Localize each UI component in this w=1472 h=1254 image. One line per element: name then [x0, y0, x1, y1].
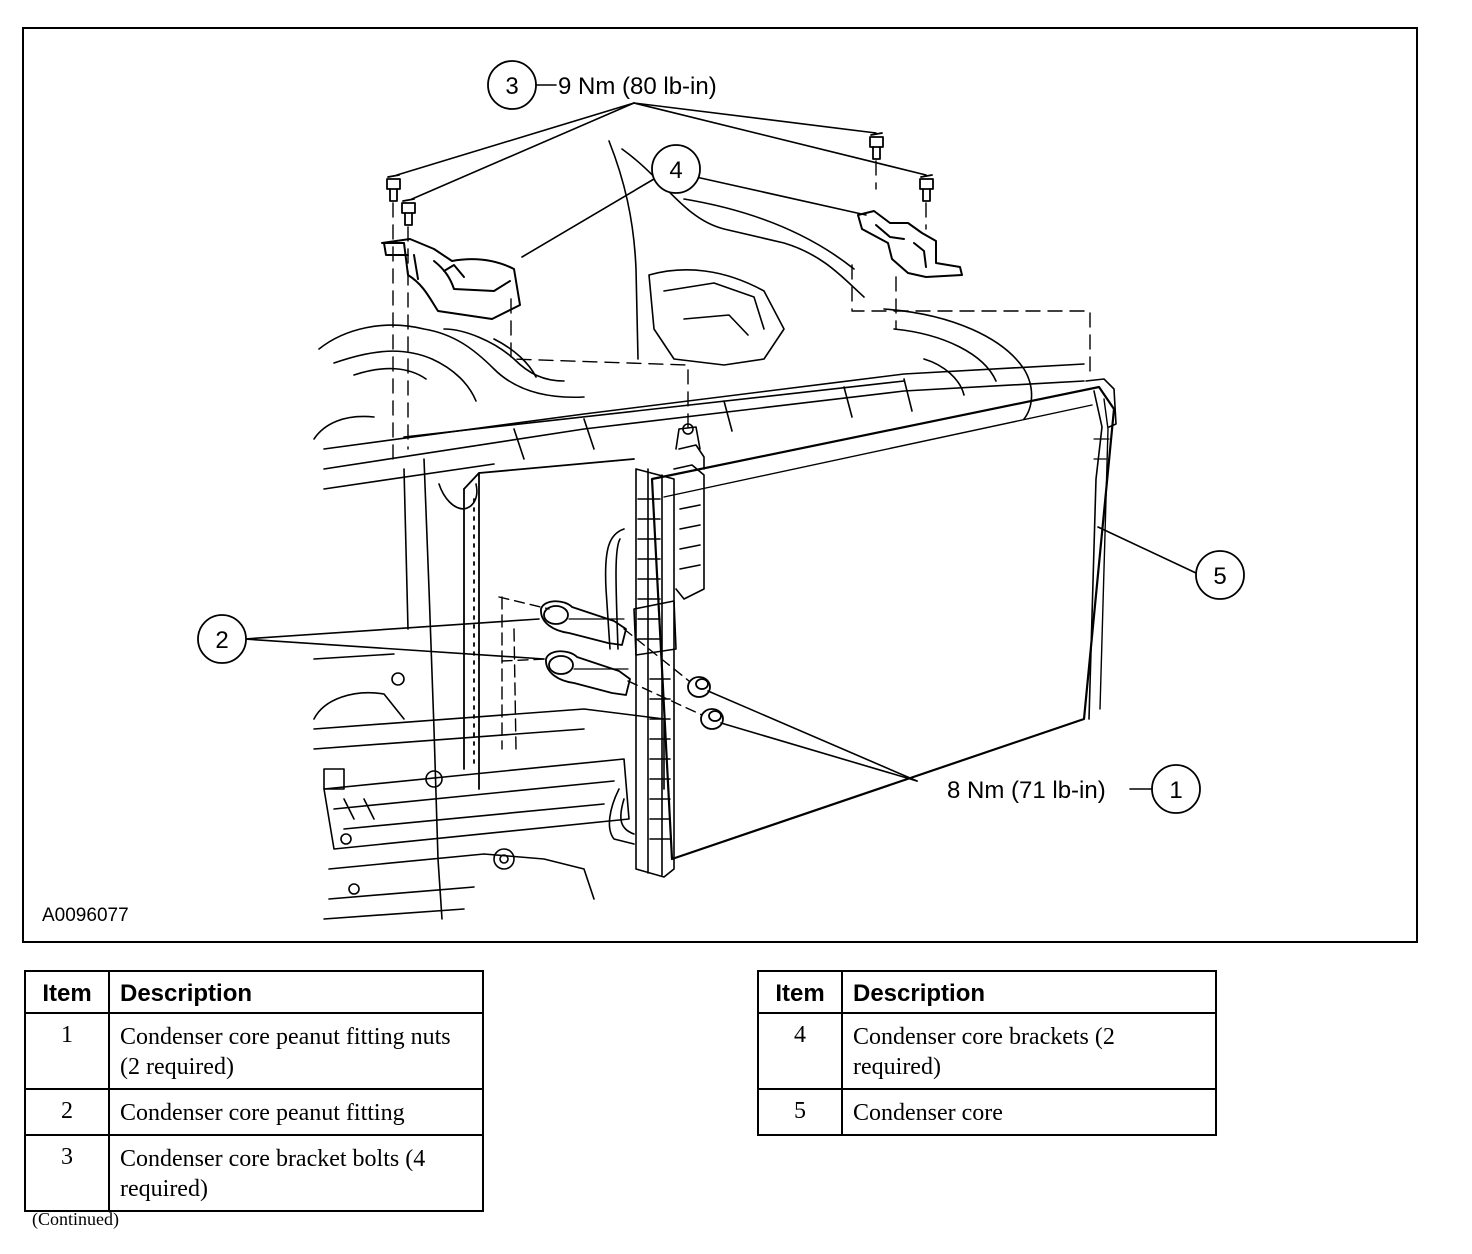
item-number: 4: [757, 1012, 843, 1090]
figure-frame: 3 4 2 5 1 9 Nm (80 lb-in) 8 Nm (71 lb-in…: [22, 27, 1418, 943]
leader-lines: [243, 84, 1197, 790]
continued-note: (Continued): [32, 1209, 119, 1229]
condenser-left-tank: [604, 423, 705, 878]
table-row: 1 Condenser core peanut fitting nuts (2 …: [24, 1012, 484, 1090]
condenser-diagram: 3 4 2 5 1 9 Nm (80 lb-in) 8 Nm (71 lb-in…: [197, 60, 1245, 920]
callout-number-3: 3: [505, 73, 518, 100]
callout-circle-3: [487, 60, 537, 110]
condenser-core: [650, 378, 1117, 861]
callout-number-4: 4: [669, 157, 682, 184]
item-number: 1: [24, 1012, 110, 1090]
fitting-nuts: [623, 628, 724, 730]
alignment-lines: [392, 160, 1091, 460]
bolt-1: [386, 174, 401, 202]
callout-circles: [197, 60, 1245, 814]
condenser-bracket-right: [857, 210, 963, 278]
item-table-left: Item Description 1 Condenser core peanut…: [24, 970, 484, 1212]
torque-label-bolts: 9 Nm (80 lb-in): [558, 73, 717, 100]
condenser-bracket-left: [381, 238, 521, 320]
item-number: 2: [24, 1088, 110, 1136]
table-row: 2 Condenser core peanut fitting: [24, 1088, 484, 1136]
column-header-description: Description: [108, 970, 484, 1014]
item-number: 3: [24, 1134, 110, 1212]
callout-circle-5: [1195, 550, 1245, 600]
callout-circle-1: [1151, 764, 1201, 814]
callout-number-2: 2: [215, 627, 228, 654]
item-description: Condenser core brackets (2 required): [841, 1012, 1217, 1090]
callout-circle-4: [651, 144, 701, 194]
bolt-3: [869, 132, 884, 160]
table-row: 5 Condenser core: [757, 1088, 1217, 1136]
bolt-2: [401, 198, 416, 226]
figure-id: A0096077: [42, 905, 129, 926]
table-header-row: Item Description: [757, 970, 1217, 1014]
callout-circle-2: [197, 614, 247, 664]
table-header-row: Item Description: [24, 970, 484, 1014]
item-description: Condenser core: [841, 1088, 1217, 1136]
item-number: 5: [757, 1088, 843, 1136]
item-description: Condenser core bracket bolts (4 required…: [108, 1134, 484, 1212]
callout-number-5: 5: [1213, 563, 1226, 590]
vehicle-front-structure: [313, 140, 1085, 920]
radiator-edge: [463, 458, 635, 790]
column-header-item: Item: [24, 970, 110, 1014]
item-description: Condenser core peanut fitting nuts (2 re…: [108, 1012, 484, 1090]
torque-label-nuts: 8 Nm (71 lb-in): [947, 777, 1106, 804]
item-table-right: Item Description 4 Condenser core bracke…: [757, 970, 1217, 1136]
table-row: 4 Condenser core brackets (2 required): [757, 1012, 1217, 1090]
column-header-description: Description: [841, 970, 1217, 1014]
callout-number-1: 1: [1169, 777, 1182, 804]
item-description: Condenser core peanut fitting: [108, 1088, 484, 1136]
column-header-item: Item: [757, 970, 843, 1014]
bolt-4: [919, 174, 934, 202]
table-row: 3 Condenser core bracket bolts (4 requir…: [24, 1134, 484, 1212]
